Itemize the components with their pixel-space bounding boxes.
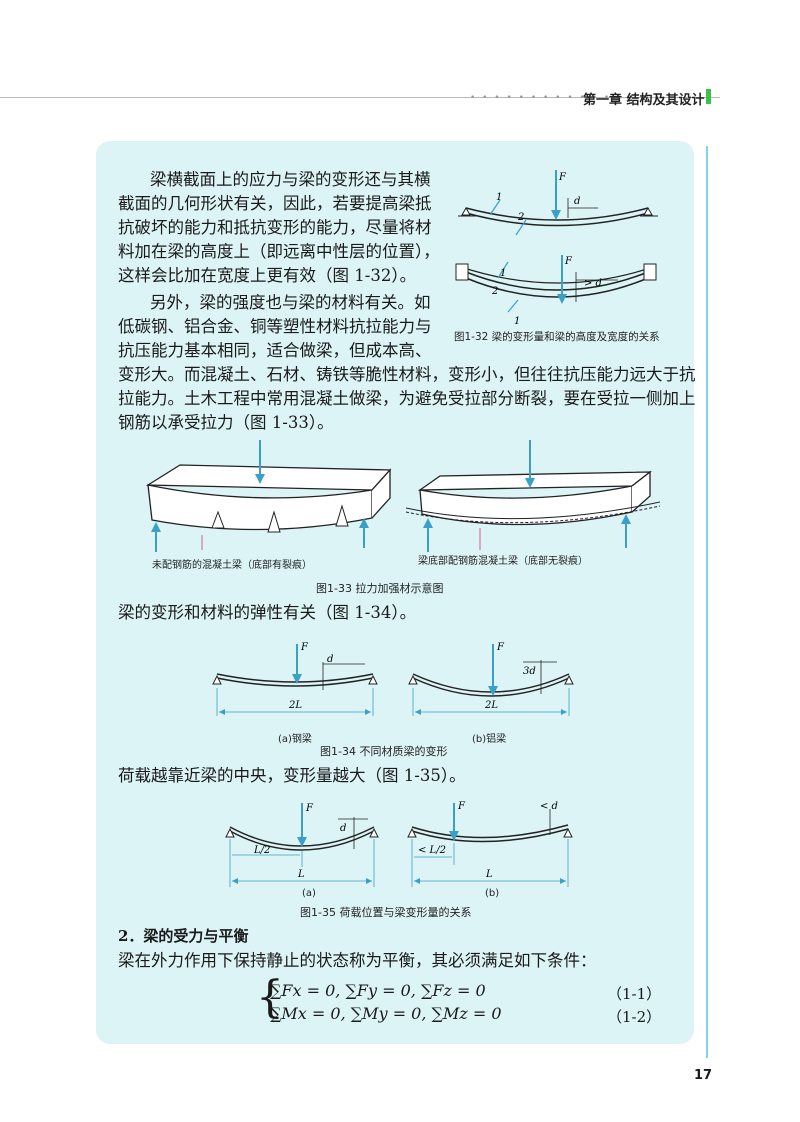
fig135-label-f-b: F [457, 801, 466, 812]
equation-1-2: ∑Mx = 0, ∑My = 0, ∑Mz = 0 [270, 1004, 502, 1023]
paragraph-line: 拉能力。土木工程中常用混凝土做梁，为避免受拉部分断裂，要在受拉一侧加上 [118, 389, 696, 408]
fig135-label-l-a: L [297, 869, 305, 880]
figure-1-34-caption: 图1-34 不同材质梁的变形 [320, 745, 448, 758]
fig134-label-f-a: F [300, 642, 309, 653]
section-heading: 2．梁的受力与平衡 [118, 927, 249, 945]
figure-1-33 [145, 440, 660, 552]
figure-1-33-caption: 图1-33 拉力加强材示意图 [316, 582, 444, 595]
paragraph-line: 抗压能力基本相同，适合做梁，但成本高、 [118, 341, 432, 360]
figure-1-35: F d L/2 L F < d < L/2 L [225, 801, 573, 887]
fig134-label-2l-b: 2L [484, 700, 498, 711]
paragraph-line: 梁横截面上的应力与梁的变形还与其横 [150, 170, 431, 189]
figure-1-33-left-label: 未配钢筋的混凝土梁（底部有裂痕） [152, 560, 312, 571]
fig132-label-2b: 2 [491, 286, 498, 297]
figure-1-34: F d 2L F 3d 2L [212, 642, 574, 716]
figure-1-35-sub-a: (a) [302, 888, 316, 899]
equation-brace: { [256, 972, 284, 1023]
equation-1-2-number: （1-2） [607, 1008, 662, 1026]
paragraph-line: 另外，梁的强度也与梁的材料有关。如 [150, 293, 431, 312]
page-number: 17 [694, 1068, 713, 1083]
equation-1-1: ∑Fx = 0, ∑Fy = 0, ∑Fz = 0 [270, 981, 486, 1000]
chapter-title: 第一章 结构及其设计 [583, 93, 705, 108]
fig132-label-gt-d: > d [584, 278, 602, 289]
figure-1-35-sub-b: (b) [485, 888, 500, 899]
header-accent-bar [706, 89, 711, 104]
fig135-label-lt-d: < d [540, 801, 558, 812]
figure-1-34-sub-b: (b)铝梁 [472, 734, 507, 745]
fig134-label-3d: 3d [523, 666, 536, 677]
figure-1-34-sub-a: (a)钢梁 [278, 734, 312, 745]
fig134-label-f-b: F [496, 642, 505, 653]
fig132-label-f2: F [564, 256, 573, 267]
paragraph-line: 截面的几何形状有关，因此，若要提高梁抵 [118, 194, 432, 213]
fig135-label-l2: L/2 [253, 845, 270, 856]
paragraph-line: 荷载越靠近梁的中央，变形量越大（图 1-35）。 [118, 766, 466, 785]
fig134-label-2l-a: 2L [288, 700, 302, 711]
fig132-label-d: d [574, 196, 580, 207]
paragraph-line: 钢筋以承受拉力（图 1-33）。 [118, 413, 334, 432]
equation-1-1-number: （1-1） [607, 985, 662, 1003]
fig135-label-d: d [340, 823, 346, 834]
paragraph-line: 低碳钢、铝合金、铜等塑性材料抗拉能力与 [118, 317, 432, 336]
figure-1-32: F d 1 2 F > d 1 2 1 [455, 170, 658, 325]
paragraph-line: 抗破坏的能力和抵抗变形的能力，尽量将材 [118, 218, 432, 237]
header-dots: • • • • • • • • • • • • • • [470, 93, 636, 103]
figure-1-35-caption: 图1-35 荷载位置与梁变形量的关系 [300, 906, 472, 919]
side-rule [706, 146, 708, 1058]
fig132-label-1b: 1 [500, 268, 506, 279]
paragraph-line: 料加在梁的高度上（即远离中性层的位置）， [118, 242, 440, 261]
fig132-label-f: F [558, 172, 567, 183]
fig135-label-f-a: F [305, 803, 314, 814]
paragraph-line: 这样会比加在宽度上更有效（图 1-32）。 [118, 266, 417, 285]
header-rule [0, 97, 720, 98]
content-panel [96, 141, 694, 1044]
fig132-label-2: 2 [517, 212, 524, 223]
figure-1-33-right-label: 梁底部配钢筋混凝土梁（底部无裂痕） [418, 556, 588, 567]
paragraph-line: 梁的变形和材料的弹性有关（图 1-34）。 [118, 603, 417, 622]
fig132-label-1c: 1 [514, 316, 520, 325]
figure-1-32-caption: 图1-32 梁的变形量和梁的高度及宽度的关系 [454, 331, 660, 343]
paragraph-line: 变形大。而混凝土、石材、铸铁等脆性材料，变形小，但往往抗压能力远大于抗 [118, 365, 696, 384]
fig135-label-lt-l2: < L/2 [418, 845, 446, 856]
fig132-label-1: 1 [496, 192, 502, 203]
fig135-label-l-b: L [485, 869, 493, 880]
fig134-label-d: d [327, 654, 333, 665]
paragraph-line: 梁在外力作用下保持静止的状态称为平衡，其必须满足如下条件： [118, 951, 597, 970]
